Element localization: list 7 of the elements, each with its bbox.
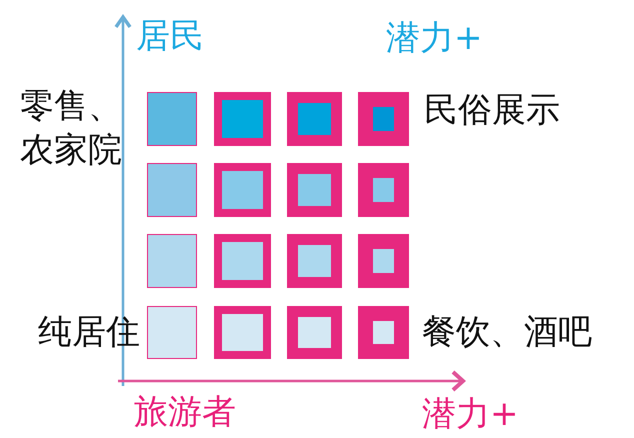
axis-label: 居民 xyxy=(136,15,204,58)
axis-label: 零售、农家院 xyxy=(20,85,123,172)
axis-label: 潜力+ xyxy=(422,393,518,436)
axis-label: 餐饮、酒吧 xyxy=(422,311,592,354)
axis-label: 民俗展示 xyxy=(424,89,560,132)
axis-label: 旅游者 xyxy=(134,391,236,434)
axis-label: 潜力+ xyxy=(386,17,482,60)
